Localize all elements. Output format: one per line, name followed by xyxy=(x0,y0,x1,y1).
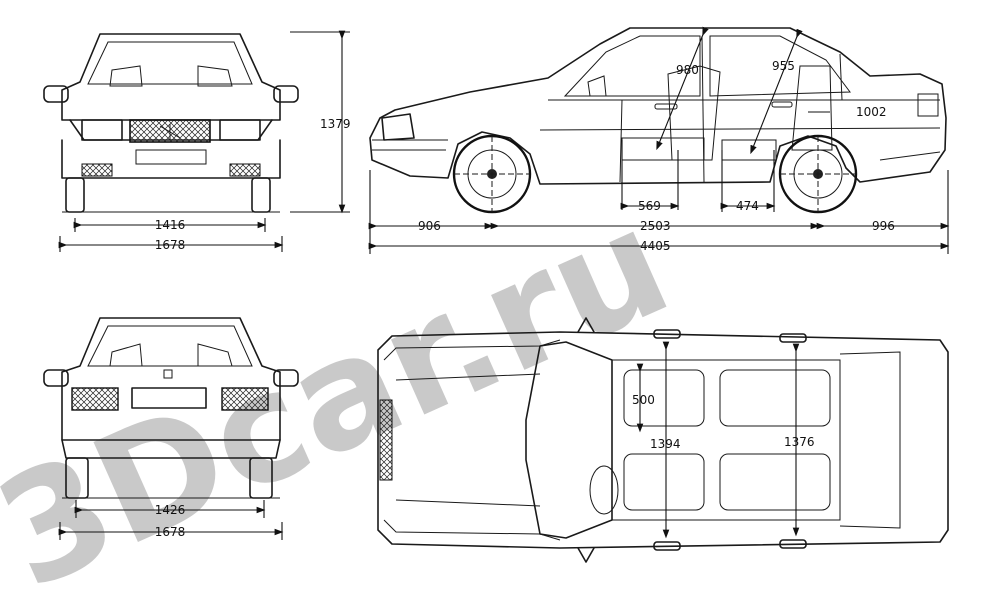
top-windshield xyxy=(525,341,613,539)
front-dimensions: 1416 1678 1379 xyxy=(58,30,351,252)
top-wheel-front-right xyxy=(653,541,681,551)
fog-light-left xyxy=(81,163,113,177)
front-mirror-right xyxy=(273,85,299,103)
front-seat-left xyxy=(109,65,143,87)
rear-seat-right xyxy=(197,343,233,367)
front-windshield xyxy=(87,41,253,85)
front-wheel-right xyxy=(251,177,271,213)
side-body-outline xyxy=(369,27,947,185)
front-seat-right xyxy=(197,65,233,87)
side-character-line xyxy=(539,127,941,131)
side-internal-dimensions: 980 955 1002 569 474 xyxy=(620,26,887,213)
rear-window xyxy=(87,325,253,367)
front-headroom-line xyxy=(656,26,709,151)
side-view xyxy=(369,27,947,214)
rear-headroom-line xyxy=(750,28,803,155)
top-wheel-rear-right xyxy=(779,539,807,549)
top-cabin-outline xyxy=(612,359,841,521)
rear-headroom-label: 955 xyxy=(772,59,795,73)
front-track-label: 1416 xyxy=(155,218,186,232)
front-seat-cushion xyxy=(621,137,705,161)
front-body-outline xyxy=(61,33,281,121)
rear-dimensions: 1426 1678 xyxy=(58,500,284,540)
top-wheel-rear-left xyxy=(779,333,807,343)
brand-badge xyxy=(159,124,181,140)
front-cushion-extension xyxy=(621,140,679,210)
rear-width-label: 1678 xyxy=(155,525,186,539)
headlight-right xyxy=(219,119,261,141)
rear-mirror-right xyxy=(273,369,299,387)
tail-light-right xyxy=(221,387,269,411)
rear-plate xyxy=(131,387,207,409)
side-mirror xyxy=(587,75,607,97)
wheelbase-label: 2503 xyxy=(640,219,671,233)
rear-view xyxy=(43,317,299,499)
front-plate xyxy=(135,149,207,165)
rear-seat-left xyxy=(109,343,143,367)
rear-door-handle xyxy=(771,101,793,108)
tail-light-left xyxy=(71,387,119,411)
top-steering-wheel xyxy=(589,465,619,515)
rear-shoulder-label: 1376 xyxy=(784,435,815,449)
top-hood-edges xyxy=(383,339,561,541)
front-view xyxy=(43,33,299,213)
front-height-label: 1379 xyxy=(320,117,351,131)
side-c-pillar xyxy=(839,53,843,101)
front-headroom-label: 980 xyxy=(676,63,699,77)
fog-light-right xyxy=(229,163,261,177)
side-headlight xyxy=(381,113,415,141)
length-extension xyxy=(369,170,949,254)
top-rear-seat-left xyxy=(719,369,831,427)
front-overhang-label: 906 xyxy=(418,219,441,233)
front-seat-side xyxy=(667,65,721,161)
top-mirror-left xyxy=(577,317,595,333)
top-wheel-front-left xyxy=(653,329,681,339)
overall-length-label: 4405 xyxy=(640,239,671,253)
rear-track-label: 1426 xyxy=(155,503,186,517)
side-overall-dimensions: 906 2503 996 4405 xyxy=(368,170,950,254)
front-wheel-left xyxy=(65,177,85,213)
top-rear-window xyxy=(839,351,901,529)
rear-overhang-label: 996 xyxy=(872,219,895,233)
front-shoulder-label: 1394 xyxy=(650,437,681,451)
rear-bumper xyxy=(61,439,281,459)
top-dimensions: 500 1394 1376 xyxy=(632,341,815,539)
side-front-bumper xyxy=(372,139,448,151)
top-grille xyxy=(379,399,393,481)
side-tail-light xyxy=(917,93,939,117)
rear-axle-centerline xyxy=(780,136,856,212)
headlight-left xyxy=(81,119,123,141)
side-rear-bumper xyxy=(879,151,941,161)
rear-window-height-label: 1002 xyxy=(856,105,887,119)
top-front-seat-right xyxy=(623,453,705,511)
front-cushion-label: 569 xyxy=(638,199,661,213)
front-bumper xyxy=(61,139,281,179)
rear-cushion-label: 474 xyxy=(736,199,759,213)
front-width-label: 1678 xyxy=(155,238,186,252)
front-axle-centerline xyxy=(454,136,530,212)
seat-width-label: 500 xyxy=(632,393,655,407)
rear-cushion-extension xyxy=(721,150,775,212)
top-mirror-right xyxy=(577,547,595,563)
rear-badge xyxy=(163,369,173,379)
rear-mirror-left xyxy=(43,369,69,387)
top-body-outline xyxy=(377,331,949,549)
top-rear-seat-right xyxy=(719,453,831,511)
front-mirror-left xyxy=(43,85,69,103)
top-view xyxy=(377,317,949,563)
top-hood-creases xyxy=(395,373,541,507)
rear-seat-cushion xyxy=(721,139,777,161)
